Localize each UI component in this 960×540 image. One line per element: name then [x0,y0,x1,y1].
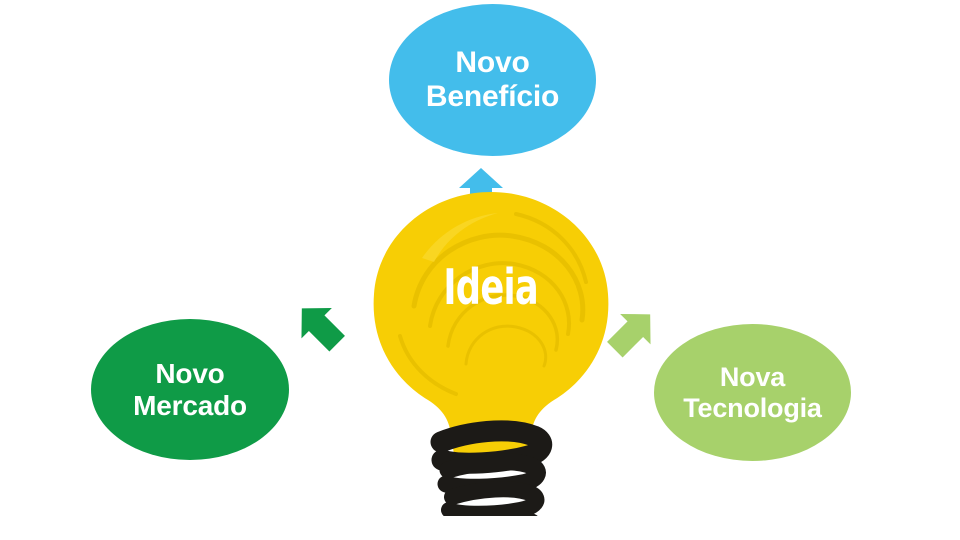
arrow-up-left-icon [291,299,348,353]
node-novo-mercado-label: Novo Mercado [133,358,247,421]
node-novo-mercado[interactable]: Novo Mercado [91,319,289,460]
arrow-up-right-icon [604,305,661,359]
node-novo-beneficio-label: Novo Benefício [425,46,560,113]
node-nova-tecnologia[interactable]: Nova Tecnologia [654,324,851,461]
node-nova-tecnologia-label: Nova Tecnologia [683,362,822,423]
lightbulb-icon[interactable]: Ideia [356,186,626,516]
node-novo-beneficio[interactable]: Novo Benefício [389,4,596,156]
